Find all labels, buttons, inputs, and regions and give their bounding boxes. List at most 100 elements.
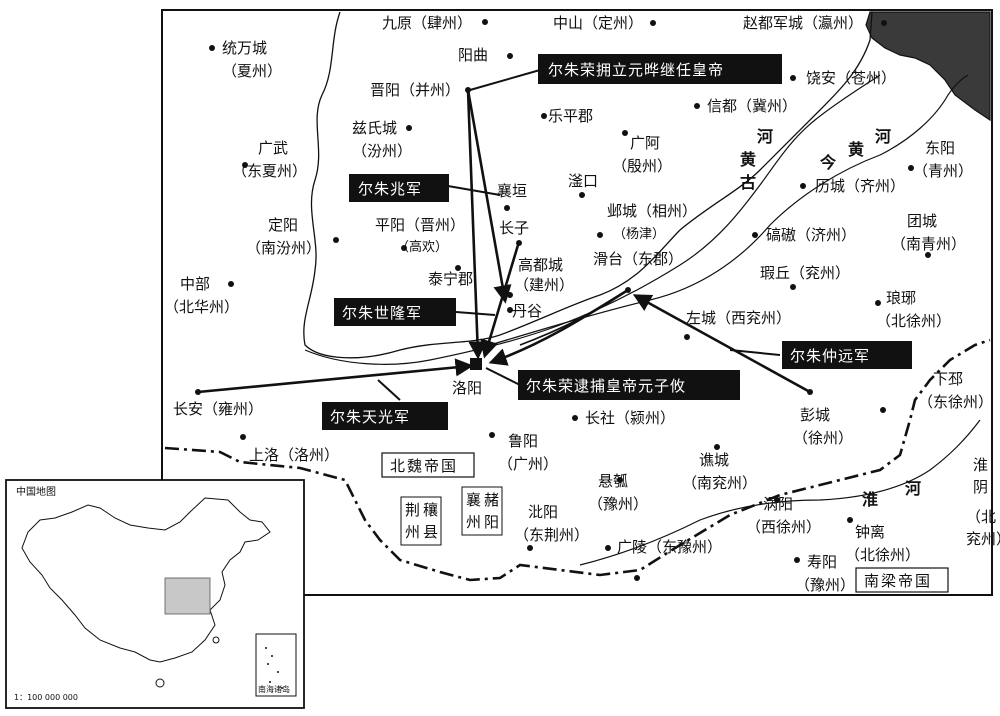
- banner-shilong-text: 尔朱世隆军: [342, 304, 422, 322]
- banner-liyuan-text: 尔朱荣拥立元晔继任皇帝: [548, 61, 724, 79]
- label-tuancheng-b: （南青州）: [891, 235, 966, 253]
- label-huai-1: 淮: [862, 490, 878, 509]
- label-yangqu: 阳曲: [458, 46, 488, 64]
- inset-title: 中国地图: [16, 485, 56, 498]
- banner-daibu-text: 尔朱荣逮捕皇帝元子攸: [526, 377, 686, 395]
- label-changshe: 长社（颍州）: [585, 409, 675, 427]
- inset-nanhai-label: 南海诸岛: [258, 684, 290, 694]
- label-changan: 长安（雍州）: [173, 400, 263, 418]
- label-tainingjun: 泰宁郡: [428, 270, 473, 288]
- label-yecheng-a: 邺城（相州）: [607, 202, 697, 220]
- label-huaiyin-b: 阴: [973, 478, 988, 496]
- label-dingyang-a: 定阳: [268, 216, 298, 234]
- banners: 尔朱荣拥立元晔继任皇帝 尔朱兆军 尔朱世隆军 尔朱仲远军 尔朱荣逮捕皇帝元子攸 …: [322, 54, 912, 430]
- label-dongyang-b: （青州）: [913, 162, 973, 180]
- label-xuanhu-b: （豫州）: [588, 495, 648, 513]
- label-jin-he-3: 河: [875, 127, 891, 146]
- label-fukou: 滏口: [568, 172, 598, 190]
- label-guangwu-b: （东夏州）: [232, 162, 307, 180]
- label-pingyang-b: （高欢）: [396, 239, 448, 255]
- label-jinyang: 晋阳（并州）: [370, 81, 460, 99]
- label-xindu: 信都（冀州）: [707, 97, 797, 115]
- label-shouyang-b: （豫州）: [795, 576, 855, 594]
- banner-daibu: [518, 370, 740, 400]
- city-dots: [195, 19, 931, 581]
- plateau-boundary: [303, 11, 873, 359]
- label-tongwan-a: 统万城: [222, 39, 267, 57]
- label-tuancheng-a: 团城: [907, 212, 937, 230]
- label-guangwu-a: 广武: [258, 139, 288, 157]
- label-beiwei: 北魏帝国: [390, 457, 458, 475]
- label-langye-b: （北徐州）: [876, 312, 951, 330]
- arrow-zhongyuan-to-luoyang: [488, 288, 629, 366]
- label-huai-2: 河: [905, 479, 921, 498]
- river-labels: 今 黄 河 河 黄 古 淮 河: [740, 127, 921, 509]
- label-biyang-b: （东荆州）: [514, 526, 589, 544]
- banner-zhongyuan-text: 尔朱仲远军: [790, 347, 870, 365]
- label-xuanhu-a: 悬瓠: [598, 472, 628, 490]
- label-jingxiang-2: 州: [405, 523, 420, 541]
- sea-area: [865, 11, 991, 122]
- inset-scale: 1：100 000 000: [14, 693, 78, 702]
- label-jiuyuan: 九原（肆州）: [382, 14, 472, 32]
- label-xiapi-a: 下邳: [933, 370, 963, 388]
- banner-zhao: [349, 174, 449, 202]
- map-frame: [161, 9, 993, 596]
- label-gu-he-3: 古: [740, 173, 756, 192]
- label-xiangyang-3: 赭: [484, 491, 499, 509]
- label-tongwan-b: （夏州）: [222, 62, 282, 80]
- label-shouyang-a: 寿阳: [807, 553, 837, 571]
- arrow-jinyang-zhangzi: [466, 89, 512, 304]
- empire-border: [164, 338, 991, 582]
- label-pingyang-a: 平阳（晋州）: [375, 216, 465, 234]
- label-luyang-b: （广州）: [498, 455, 558, 473]
- arrow-huatai-curve: [519, 289, 629, 346]
- label-xiangyuan: 襄垣: [497, 182, 527, 200]
- ancient-yellow-river: [304, 74, 881, 365]
- arrow-shilong: [480, 244, 520, 359]
- label-gu-he-1: 河: [757, 127, 773, 146]
- inset-nanhai-box: [255, 633, 297, 697]
- label-dingyang-b: （南汾州）: [246, 239, 321, 257]
- label-xiangyang-1: 襄: [466, 491, 481, 509]
- inset-nanhai-islands: [265, 647, 283, 689]
- label-zhongshan: 中山（定州）: [553, 14, 643, 32]
- label-zhongli-a: 钟离: [855, 523, 885, 541]
- banner-liyuan: [538, 54, 782, 84]
- label-nanliang: 南梁帝国: [864, 572, 932, 590]
- label-zhongli-b: （北徐州）: [845, 546, 920, 564]
- label-huaiyin-c: （北: [966, 508, 996, 526]
- label-dangu: 丹谷: [512, 302, 542, 320]
- label-jin-he-2: 黄: [848, 140, 864, 159]
- label-guanga-a: 广阿: [630, 134, 660, 152]
- inset-hainan: [155, 678, 165, 688]
- label-shangluo: 上洛（洛州）: [249, 446, 339, 464]
- label-zhongbu-b: （北华州）: [164, 298, 239, 316]
- label-jingxiang-4: 县: [423, 523, 438, 541]
- label-jin-he-1: 今: [819, 153, 836, 172]
- huai-river: [579, 419, 981, 566]
- inset-taiwan: [212, 636, 220, 644]
- label-yecheng-b: （杨津）: [613, 227, 665, 242]
- label-xiapi-b: （东徐州）: [918, 393, 993, 411]
- label-pengcheng-b: （徐州）: [793, 429, 853, 447]
- label-luoyang: 洛阳: [452, 379, 482, 397]
- label-licheng: 历城（齐州）: [815, 177, 905, 195]
- label-woyang-a: 涡阳: [763, 495, 793, 513]
- label-huaiyin-d: 兖州）: [966, 530, 1000, 548]
- present-yellow-river: [489, 74, 969, 346]
- label-zishi-a: 兹氏城: [352, 119, 397, 137]
- label-xiangyang-2: 州: [466, 513, 481, 531]
- label-qiaocheng-b: （南兖州）: [682, 474, 757, 492]
- nanliang-box: [855, 567, 949, 593]
- label-zhangzi: 长子: [499, 219, 529, 237]
- arrow-zhao: [466, 89, 487, 360]
- label-luyang-a: 鲁阳: [508, 432, 538, 450]
- label-huaiyin-a: 淮: [973, 456, 988, 474]
- label-raoan: 饶安（苍州）: [806, 69, 896, 87]
- label-zhaodu: 赵都军城（瀛州）: [743, 14, 863, 32]
- label-guanga-b: （殷州）: [612, 157, 672, 175]
- banner-zhao-text: 尔朱兆军: [358, 180, 422, 198]
- label-qiaocheng-a: 谯城: [699, 451, 729, 469]
